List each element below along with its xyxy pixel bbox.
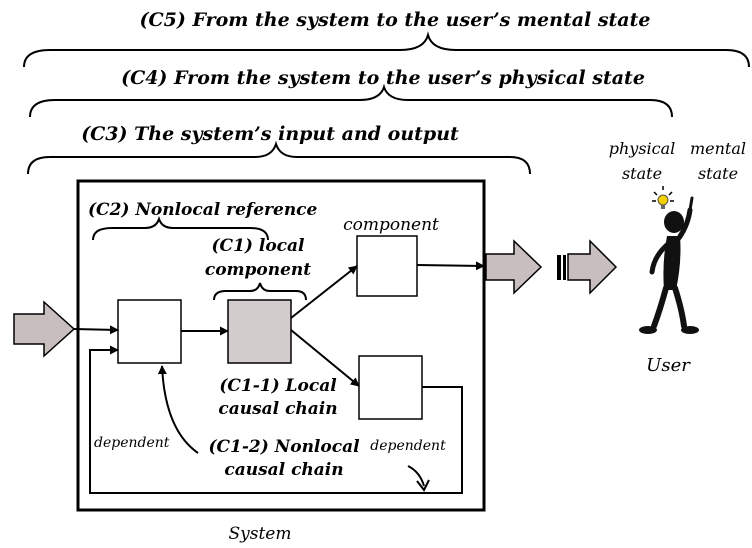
system-box <box>76 179 486 512</box>
component-label: component <box>343 215 439 235</box>
dependent-label-right: dependent <box>370 438 446 454</box>
user-input-arrow <box>557 239 618 295</box>
feedback-loop-path <box>89 345 463 494</box>
c1-1-label-line2: causal chain <box>218 399 337 419</box>
dependent-small-curve <box>407 465 425 487</box>
input-node-box <box>117 299 182 364</box>
c4-brace <box>29 83 673 118</box>
c3-brace <box>27 140 531 175</box>
arrow-input-to-node <box>73 325 119 335</box>
c2-brace <box>92 215 269 241</box>
system-label: System <box>229 524 292 544</box>
dependent-curve-arrow <box>157 365 199 454</box>
c4-label: (C4) From the system to the user’s physi… <box>121 67 645 89</box>
c3-label: (C3) The system’s input and output <box>81 123 459 145</box>
user-label: User <box>646 355 691 376</box>
arrow-top-component-to-output <box>416 261 485 271</box>
c5-label: (C5) From the system to the user’s menta… <box>140 9 651 31</box>
local-component-box <box>227 299 292 364</box>
c1-2-label-line1: (C1-2) Nonlocal <box>208 437 360 457</box>
c1-brace <box>213 282 307 301</box>
c1-1-label-line1: (C1-1) Local <box>219 376 337 396</box>
dependent-label-left: dependent <box>94 435 170 451</box>
dependent-small-arrowhead <box>416 479 430 492</box>
input-big-arrow <box>13 300 76 358</box>
arrow-local-to-top-component <box>290 265 358 319</box>
c1-label-line2: component <box>205 260 311 280</box>
physical-state-label-line1: physical <box>609 139 676 158</box>
component-box-bottom <box>358 355 423 420</box>
person-with-idea-icon <box>639 186 699 334</box>
component-box-top <box>356 235 418 297</box>
arrow-local-to-bottom-component <box>290 329 360 387</box>
physical-state-label-line2: state <box>622 164 662 183</box>
c1-label-line1: (C1) local <box>212 236 306 256</box>
c1-2-label-line2: causal chain <box>224 460 343 480</box>
mental-state-label-line2: state <box>698 164 738 183</box>
c5-brace <box>23 31 750 68</box>
c2-label: (C2) Nonlocal reference <box>88 200 318 220</box>
output-big-arrow <box>485 239 543 295</box>
mental-state-label-line1: mental <box>690 139 746 158</box>
